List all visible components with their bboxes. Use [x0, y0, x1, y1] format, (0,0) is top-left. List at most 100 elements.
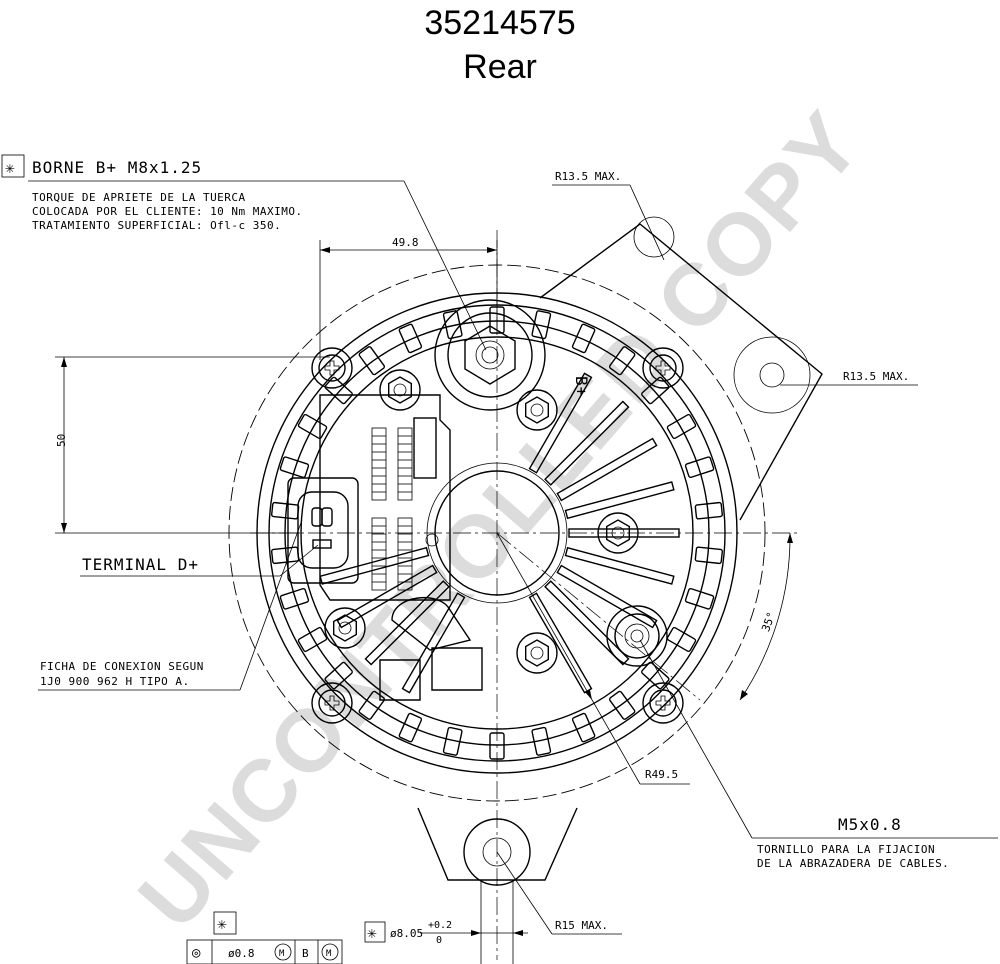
rectifier-fin [319, 546, 430, 585]
dimension-r13-5-right: R13.5 MAX. [780, 370, 918, 386]
borne-leader [403, 180, 487, 351]
hex-nut [606, 519, 630, 547]
b-plus-boss-outer [434, 299, 546, 411]
rectifier-fin [556, 437, 658, 502]
tol-mod-1-circle [274, 943, 292, 961]
right-ear-boss [733, 336, 811, 414]
hole-tol-upper: +0.2 [428, 920, 452, 931]
vent-slot [297, 413, 328, 440]
view-title: Rear [463, 48, 537, 86]
lower-block-right [431, 647, 483, 691]
rectifier-fin [401, 592, 466, 694]
vent-slot [694, 546, 723, 565]
lower-bracket [391, 596, 472, 651]
screw-leader [639, 639, 753, 839]
hole-dia-text: ø8.05 [390, 927, 423, 940]
hole-tol-lower: 0 [436, 935, 442, 946]
borne-line-3: TRATAMIENTO SUPERFICIAL: Ofl-c 350. [32, 219, 281, 232]
r13-5-top-text: R13.5 MAX. [555, 170, 621, 183]
vent-slot [442, 310, 463, 340]
ficha-leader [239, 519, 303, 691]
terminal-d-callout: TERMINAL D+ [80, 544, 319, 577]
hex-nut [525, 396, 549, 424]
angle-arrow-bottom [740, 690, 748, 700]
dimension-49-8: 49.8 [319, 236, 498, 360]
hole-arrow-right [513, 930, 523, 936]
borne-symbol: ✳ [5, 158, 16, 177]
tolerance-frame: ✳ ◎ ø0.8 M B M [186, 911, 343, 964]
dimension-50: 50 [55, 356, 330, 534]
rectifier-fin [564, 481, 675, 520]
borne-line-2: COLOCADA POR EL CLIENTE: 10 Nm MAXIMO. [32, 205, 303, 218]
vent-slot [608, 690, 636, 720]
vent-slot [666, 626, 697, 653]
b-plus-boss [447, 312, 533, 398]
alternator-rear-view [228, 216, 823, 960]
regulator-slot-column [397, 517, 413, 591]
b-plus-stud [475, 340, 505, 370]
screw-boss [311, 682, 353, 724]
vent-slot [531, 726, 552, 756]
tol-frame-box [186, 939, 343, 964]
nut-stud [530, 403, 544, 417]
nut-washer [379, 369, 421, 411]
screw-line-2: DE LA ABRAZADERA DE CABLES. [757, 857, 949, 870]
tol-value: ø0.8 [228, 947, 255, 960]
screw-boss [311, 347, 353, 389]
screw-boss [642, 682, 684, 724]
dim-50-arrow-top [61, 357, 67, 367]
rectifier-fin [528, 592, 593, 694]
dimension-hole-dia: ✳ ø8.05 +0.2 0 [364, 880, 528, 964]
plug-connector [287, 477, 359, 584]
screw-boss [642, 347, 684, 389]
part-number-title: 35214575 [424, 4, 575, 42]
screw-head [649, 354, 677, 382]
lower-block-left [379, 659, 421, 701]
phillips-cross-icon [324, 360, 340, 376]
r49-5-arrow [585, 690, 592, 700]
vent-slot [684, 587, 715, 610]
hex-nut [525, 639, 549, 667]
screw-line-1: TORNILLO PARA LA FIJACION [757, 843, 935, 856]
angle-arrow-top [787, 533, 793, 543]
ficha-callout: FICHA DE CONEXION SEGUN 1J0 900 962 H TI… [38, 519, 303, 691]
nut-washer [516, 389, 558, 431]
tol-mod-2: M [326, 949, 332, 959]
r49-5-leader [496, 532, 641, 785]
borne-line-1: TORQUE DE APRIETE DE LA TUERCA [32, 191, 246, 204]
plug-pin-2 [321, 507, 333, 527]
dimension-r49-5: R49.5 [496, 532, 690, 785]
nut-stud [338, 621, 352, 635]
dimension-angle: 35° [739, 532, 793, 701]
regulator-tab [413, 417, 437, 479]
dim-49-8-arrow-left [320, 247, 330, 253]
nut-stud [393, 383, 407, 397]
vent-slot [279, 456, 310, 479]
r15-leader [496, 851, 553, 935]
phillips-cross-icon [655, 695, 671, 711]
regulator-slot-column [397, 427, 413, 501]
phillips-cross-icon [324, 695, 340, 711]
hex-nut [333, 614, 357, 642]
dimension-r15: R15 MAX. [496, 851, 622, 935]
angled-centerline [496, 532, 701, 701]
terminal-d-label: TERMINAL D+ [82, 555, 199, 574]
regulator-slot-column [371, 517, 387, 591]
plug-pin-d [312, 539, 332, 549]
upper-ear-hole [633, 216, 675, 258]
vent-slot [684, 456, 715, 479]
tol-datum: B [302, 947, 309, 960]
regulator-block [319, 394, 451, 601]
tol-symbol: ✳ [217, 914, 228, 933]
ficha-line-1: FICHA DE CONEXION SEGUN [40, 660, 204, 673]
right-ear-hole [759, 362, 785, 388]
angle-arc [739, 532, 791, 701]
rectifier-fin [556, 564, 658, 629]
bottom-mount-ear [417, 807, 578, 881]
screw-head [318, 689, 346, 717]
borne-callout: ✳ BORNE B+ M8x1.25 TORQUE DE APRIETE DE … [1, 154, 487, 351]
b-plus-nut [464, 325, 516, 385]
rectifier-fin [528, 372, 593, 474]
vent-slot [442, 726, 463, 756]
